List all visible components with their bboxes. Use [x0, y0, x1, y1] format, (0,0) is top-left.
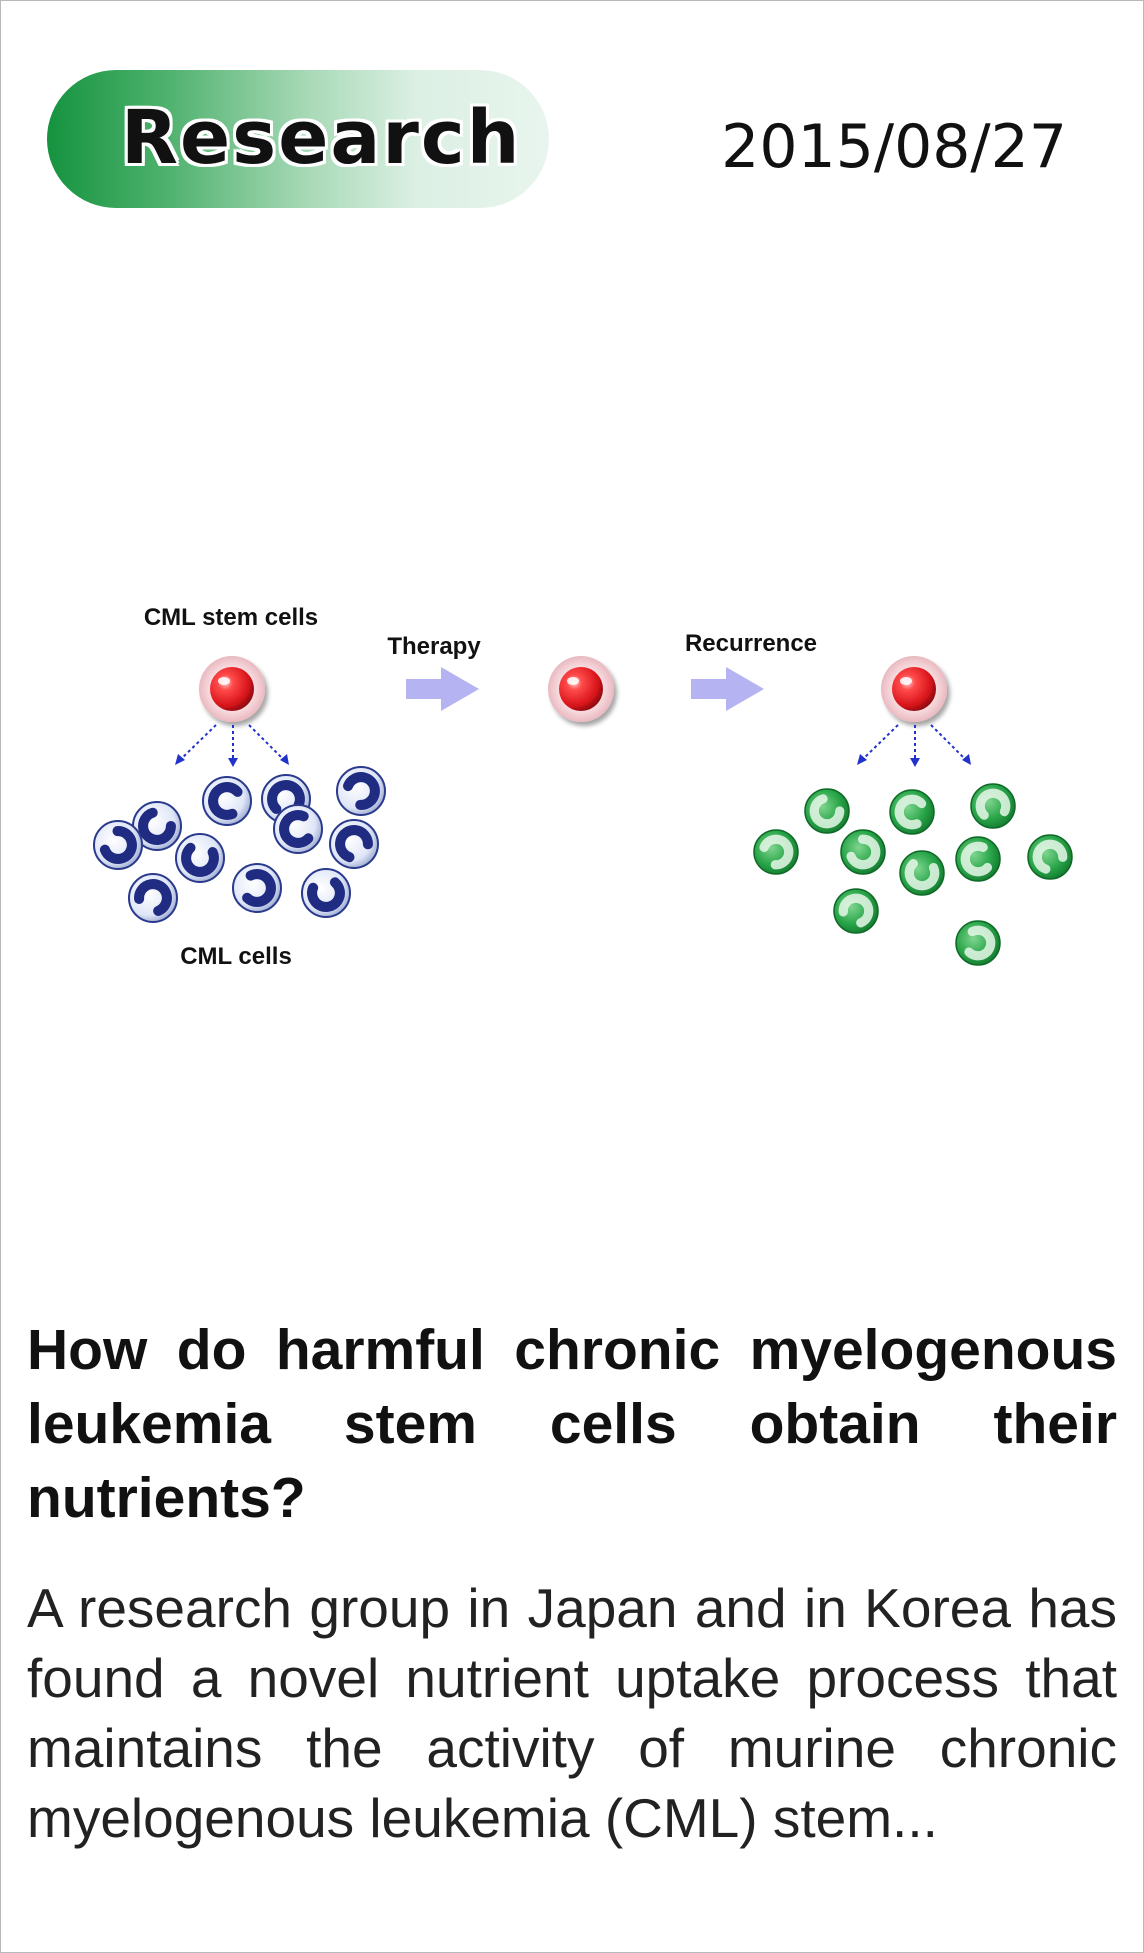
- recurrent-cell: [899, 850, 945, 896]
- cml-cell: [232, 863, 282, 913]
- recurrent-cell: [1027, 834, 1073, 880]
- label-recurrence: Recurrence: [685, 630, 817, 657]
- recurrent-cell: [955, 920, 1001, 966]
- article-headline[interactable]: How do harmful chronic myelogenous leuke…: [27, 1318, 1117, 1530]
- recurrence-arrow: [691, 667, 764, 711]
- recurrent-cell: [804, 788, 850, 834]
- label-therapy: Therapy: [387, 633, 481, 660]
- differentiation-arrows-right: [862, 724, 966, 761]
- cml-cell: [175, 833, 225, 883]
- recurrent-cell: [753, 829, 799, 875]
- publish-date: 2015/08/27: [721, 112, 1067, 182]
- cml-cell: [202, 776, 252, 826]
- recurrent-cell: [833, 888, 879, 934]
- category-label: Research: [121, 95, 522, 181]
- category-badge: Research: [47, 70, 549, 208]
- recurrent-cell: [840, 829, 886, 875]
- recurrent-cell: [970, 783, 1016, 829]
- cml-cell: [329, 819, 379, 869]
- stem-cell-recurrent: [881, 656, 947, 722]
- cml-diagram: CML stem cells Therapy Recurrence CML ce…: [93, 604, 1073, 970]
- recurrent-cell: [889, 789, 935, 835]
- article-excerpt: A research group in Japan and in Korea h…: [27, 1577, 1117, 1849]
- stem-cell-surviving: [548, 656, 614, 722]
- cml-cell: [336, 766, 386, 816]
- label-cml-cells: CML cells: [180, 943, 292, 970]
- cml-cell: [93, 820, 143, 870]
- differentiation-arrows-left: [180, 724, 284, 761]
- differentiation-arrowheads-left: [175, 754, 289, 767]
- label-cml-stem-cells: CML stem cells: [144, 604, 318, 631]
- stem-cell-before: [199, 656, 265, 722]
- cml-cells-cluster: [93, 766, 386, 923]
- cml-cell: [273, 804, 323, 854]
- cml-cell: [301, 868, 351, 918]
- recurrent-cell: [955, 836, 1001, 882]
- differentiation-arrowheads-right: [857, 754, 971, 767]
- cml-cell: [128, 873, 178, 923]
- therapy-arrow: [406, 667, 479, 711]
- recurrent-cells-cluster: [753, 783, 1073, 966]
